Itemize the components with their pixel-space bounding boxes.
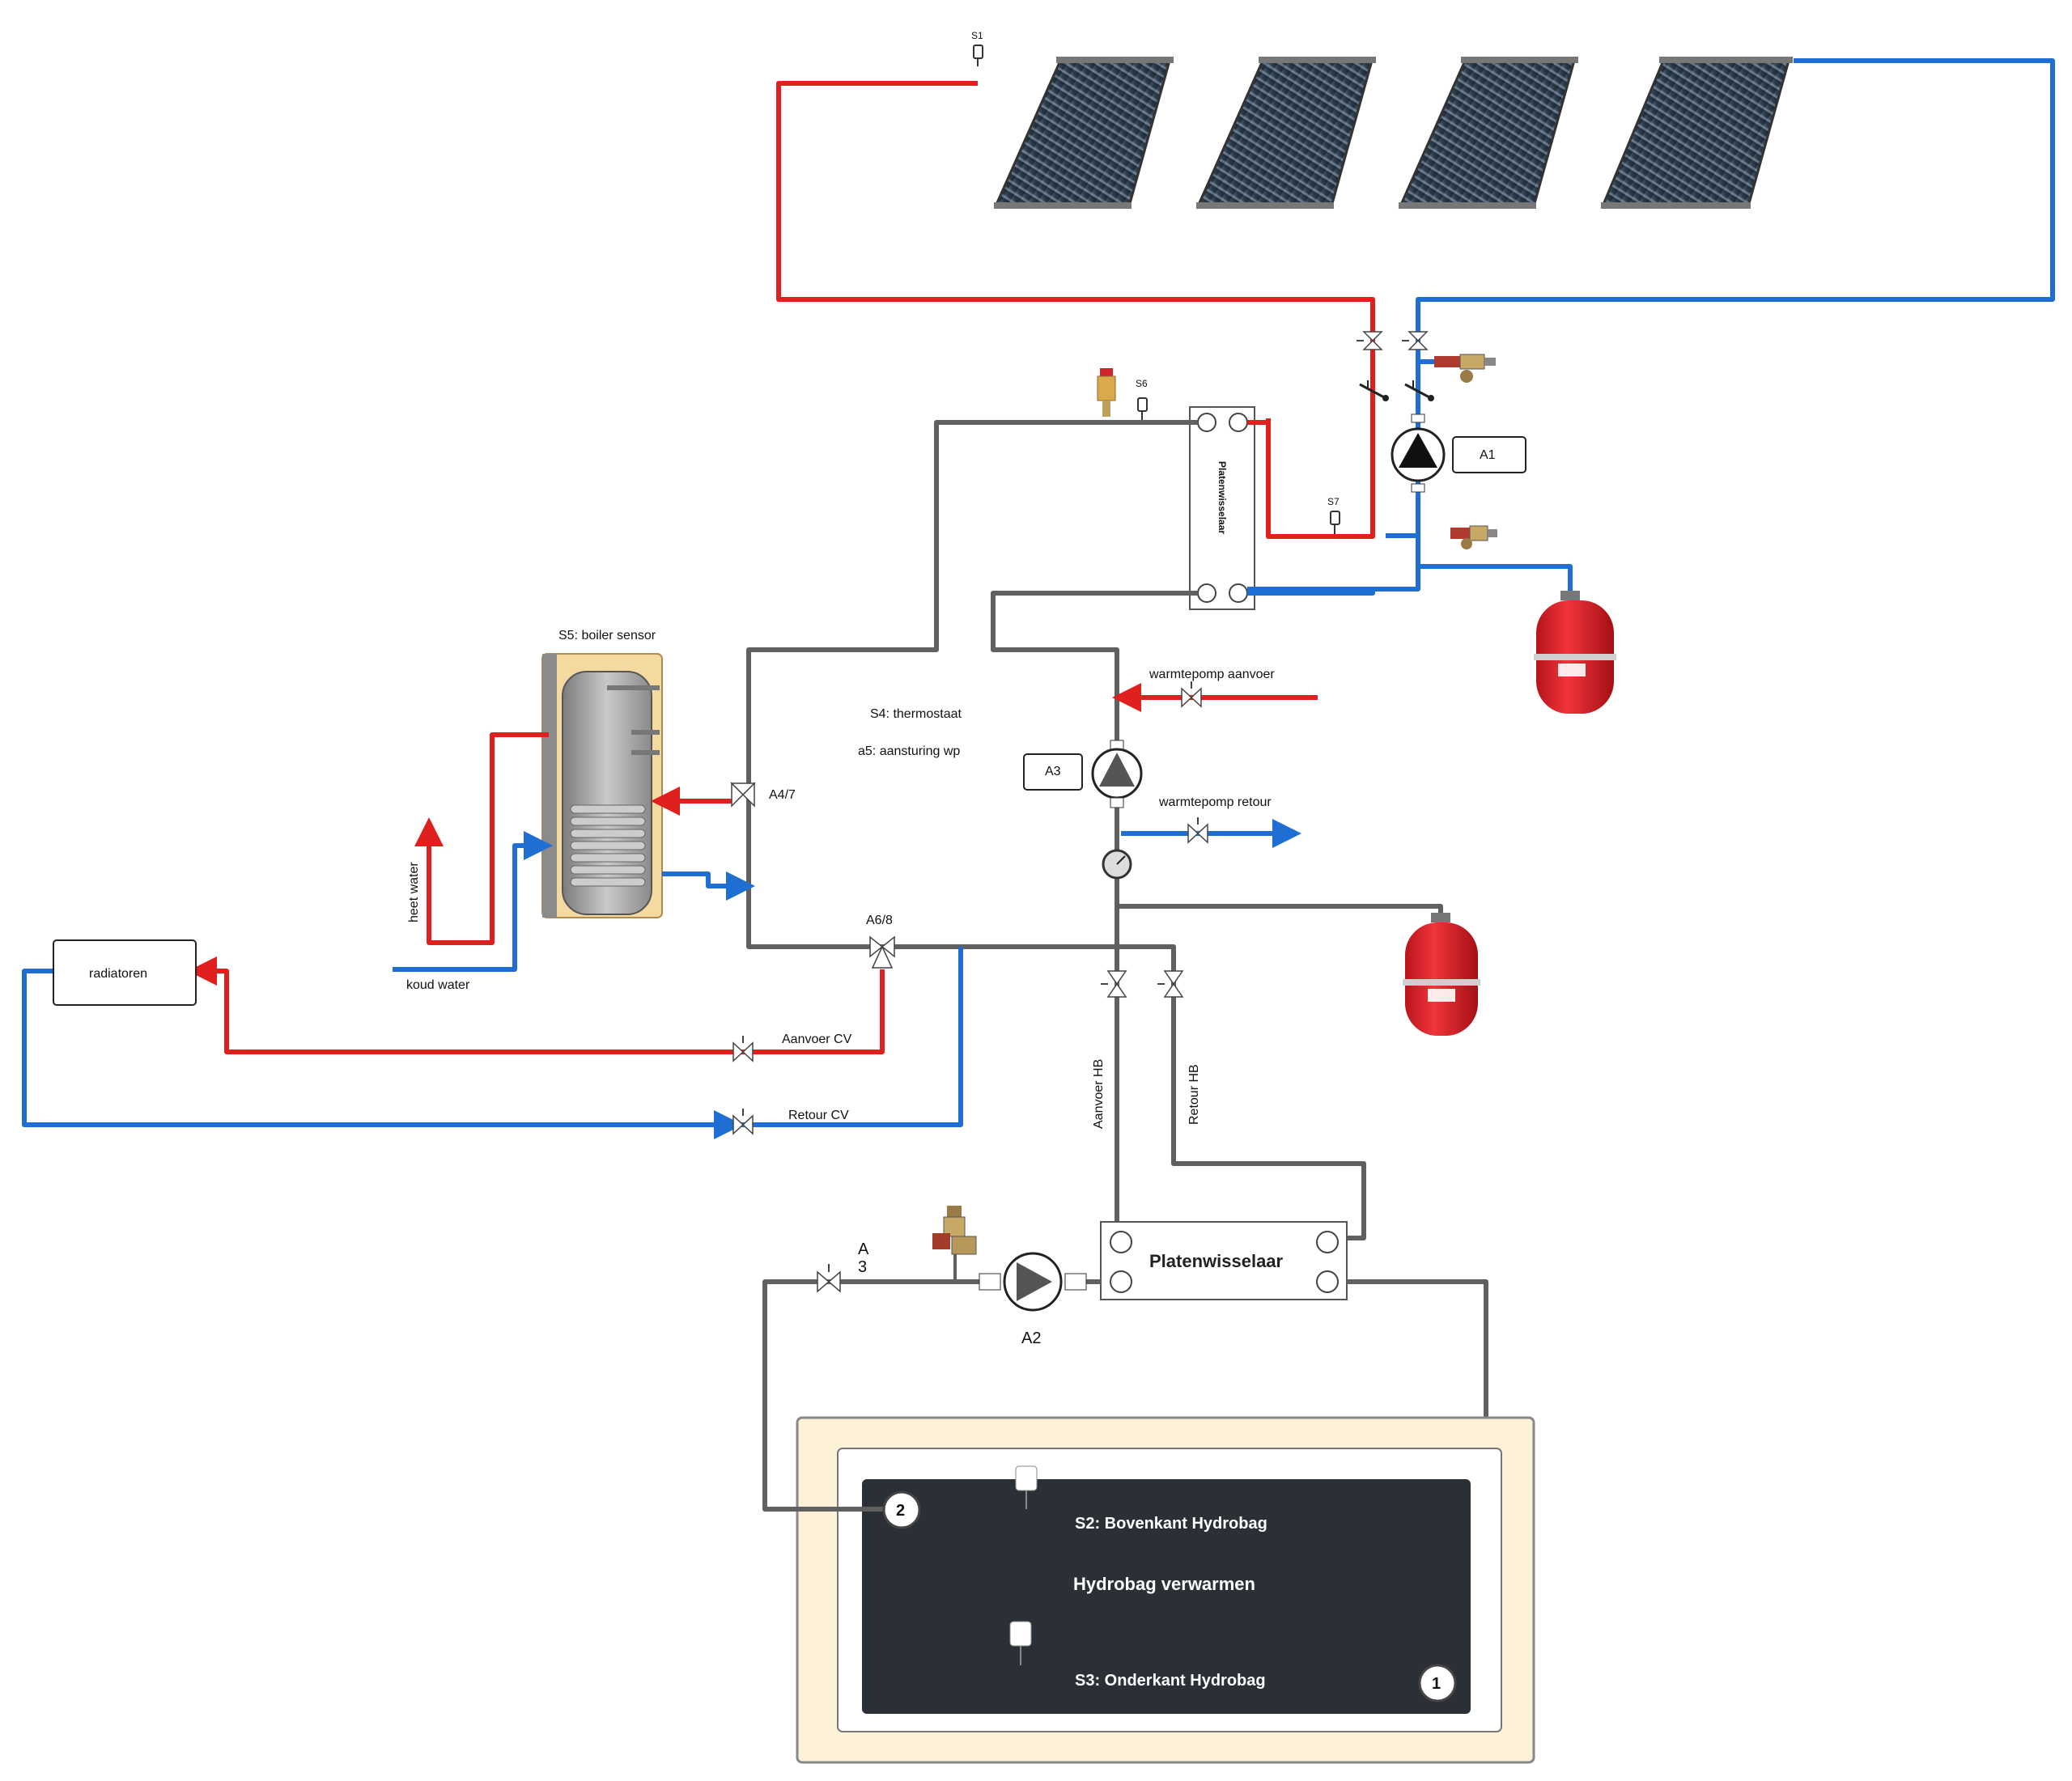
hot-water-out-pipe: [414, 732, 549, 945]
sensor-s6-label: S6: [1136, 378, 1148, 389]
hydrobag-port-1: 1: [1418, 1664, 1457, 1703]
solar-collector-array: [993, 57, 1793, 209]
radiators-box: radiatoren: [53, 939, 197, 1006]
valve-a3-lower-label-line1: A: [858, 1240, 869, 1258]
hydrobag-enclosure: [796, 1416, 1535, 1764]
sensor-s2: [1015, 1465, 1038, 1509]
solar-collector-3: [1398, 57, 1578, 209]
retour-hb-valve[interactable]: [1157, 970, 1184, 998]
boiler-coil: [570, 804, 646, 887]
solar-collector-1: [993, 57, 1174, 209]
hydrobag-port-2: 2: [882, 1491, 921, 1529]
solar-collector-4: [1600, 57, 1793, 209]
check-valve-right: [1404, 380, 1434, 401]
hydrobag-port-2-label: 2: [896, 1502, 905, 1520]
valve-a68-label: A6/8: [866, 914, 893, 927]
heatpump-return-valve[interactable]: [1187, 817, 1208, 844]
hot-water-boiler: [541, 653, 663, 918]
hot-water-label: heet water: [407, 862, 421, 922]
radiators-label: radiatoren: [89, 967, 147, 981]
hydrobag-label: Hydrobag verwarmen: [1073, 1574, 1255, 1594]
thermostaat-label: S4: thermostaat: [870, 707, 962, 721]
sensor-s1-label: S1: [971, 30, 983, 41]
expansion-vessel-heating: [1403, 913, 1480, 1036]
cold-water-in-pipe: [393, 831, 553, 972]
safety-valve: [932, 1206, 977, 1282]
heatpump-return-label: warmtepomp retour: [1158, 795, 1272, 809]
pump-a3[interactable]: [1091, 740, 1143, 808]
pressure-gauge: [1102, 849, 1132, 880]
fill-tap-lower[interactable]: [1450, 525, 1497, 549]
heatpump-supply-valve[interactable]: [1181, 681, 1202, 708]
valve-a47-label: A4/7: [769, 788, 796, 802]
sensor-s3-label: S3: Onderkant Hydrobag: [1075, 1672, 1266, 1690]
heatpump-supply-label: warmtepomp aanvoer: [1149, 668, 1275, 681]
sensor-s7: S7: [1327, 496, 1340, 534]
valve-a47[interactable]: A4/7: [730, 782, 796, 808]
primary-loop-bottom: [1117, 904, 1443, 914]
valve-a3-lower-label-line2: 3: [858, 1258, 867, 1276]
aansturing-label: a5: aansturing wp: [858, 744, 960, 758]
plate-heat-exchanger-lower: Platenwisselaar: [1100, 1221, 1348, 1300]
sensor-s7-label: S7: [1327, 496, 1340, 507]
pump-a3-label: A3: [1045, 765, 1061, 778]
aanvoer-hb-label: Aanvoer HB: [1092, 1059, 1106, 1129]
cv-return-valve[interactable]: [732, 1109, 754, 1135]
pump-a1-label-box: A1: [1452, 436, 1526, 473]
boiler-sensor-label: S5: boiler sensor: [558, 629, 656, 642]
hydrobag: [862, 1479, 1471, 1714]
pump-a3-label-box: A3: [1023, 753, 1083, 791]
solar-return-pipe: [1416, 58, 2055, 584]
retour-hb-label: Retour HB: [1187, 1064, 1201, 1125]
pump-a1-label: A1: [1480, 448, 1496, 462]
plate-heat-exchanger-lower-label: Platenwisselaar: [1149, 1251, 1284, 1271]
plate-heat-exchanger-upper-label: Platenwisselaar: [1216, 461, 1228, 534]
fill-tap-upper[interactable]: [1418, 354, 1496, 383]
hydrobag-port-1-label: 1: [1432, 1675, 1441, 1693]
sensor-s6: S6: [1136, 378, 1148, 421]
aanvoer-hb-valve[interactable]: [1101, 970, 1127, 998]
valve-a3-lower[interactable]: [817, 1264, 841, 1293]
solar-collector-2: [1195, 57, 1376, 209]
sensor-s2-label: S2: Bovenkant Hydrobag: [1075, 1515, 1267, 1533]
pump-a2-label: A2: [1021, 1329, 1041, 1347]
solar-supply-valve[interactable]: [1357, 331, 1383, 350]
hb-return-pipe: [1117, 944, 1366, 1240]
air-vent: [1097, 368, 1116, 417]
cv-return-label: Retour CV: [788, 1109, 849, 1122]
cv-supply-label: Aanvoer CV: [782, 1033, 852, 1046]
solar-return-valve[interactable]: [1402, 331, 1429, 350]
check-valve-left: [1359, 380, 1389, 401]
pump-a2[interactable]: A2: [979, 1252, 1087, 1347]
cv-supply-valve[interactable]: [732, 1036, 754, 1062]
expansion-vessel-solar: [1534, 591, 1616, 714]
sensor-s1: S1: [971, 30, 983, 66]
exchanger-solar-hot: [1247, 420, 1271, 536]
pump-a1[interactable]: [1391, 413, 1446, 493]
sensor-s3: [1009, 1621, 1032, 1665]
cold-water-label: koud water: [406, 978, 470, 992]
valve-a68[interactable]: A6/8: [866, 914, 895, 969]
cv-supply-pipe: [188, 956, 885, 1054]
cv-return-pipe: [22, 947, 963, 1127]
primary-loop-pipe: [746, 420, 1198, 949]
plate-heat-exchanger-upper: Platenwisselaar: [1189, 406, 1255, 610]
boiler-coil-return: [662, 871, 755, 901]
